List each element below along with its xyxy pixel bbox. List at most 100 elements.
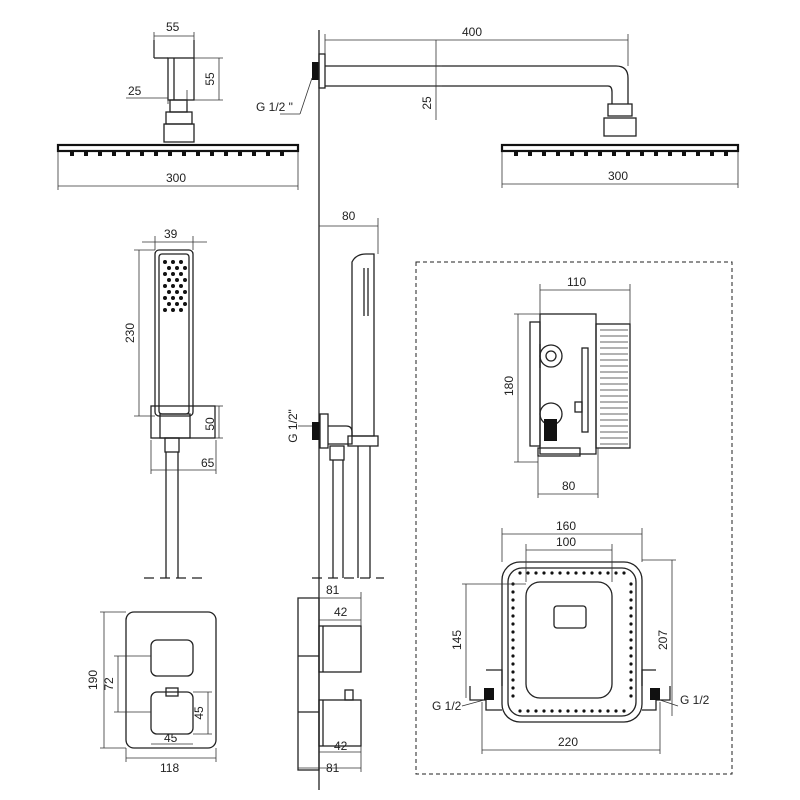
label-arm-offset: 25 bbox=[420, 96, 434, 110]
nozzle bbox=[182, 151, 186, 156]
hand-nozzle bbox=[183, 266, 187, 270]
hand-nozzle bbox=[179, 308, 183, 312]
dim-head-width-left bbox=[57, 152, 299, 190]
frame-dot bbox=[629, 606, 633, 610]
hand-nozzle bbox=[171, 260, 175, 264]
label-hand-width: 39 bbox=[164, 227, 178, 241]
nozzle bbox=[112, 151, 116, 156]
hand-nozzle bbox=[167, 302, 171, 306]
label-holder-depth: 65 bbox=[201, 456, 215, 470]
frame-dot bbox=[511, 598, 515, 602]
label-head-top-height: 55 bbox=[203, 72, 217, 86]
label-knob-top: 42 bbox=[334, 605, 348, 619]
label-body-depth: 80 bbox=[562, 479, 576, 493]
nozzle bbox=[140, 151, 144, 156]
label-knob-size: 45 bbox=[192, 706, 206, 720]
frame-dot bbox=[598, 709, 602, 713]
nozzle bbox=[710, 151, 714, 156]
frame-dot bbox=[511, 678, 515, 682]
dim-hand-length bbox=[134, 249, 155, 417]
frame-dot bbox=[582, 571, 586, 575]
nozzle bbox=[584, 151, 588, 156]
label-frame-inner: 100 bbox=[556, 535, 576, 549]
frame-dots bbox=[511, 571, 633, 713]
label-knob-bottom: 42 bbox=[334, 739, 348, 753]
hand-nozzle bbox=[175, 302, 179, 306]
nozzle bbox=[252, 151, 256, 156]
hand-nozzle bbox=[183, 278, 187, 282]
dim-frame-outer bbox=[501, 528, 643, 562]
frame-dot bbox=[629, 646, 633, 650]
frame-dot bbox=[511, 606, 515, 610]
frame-dot bbox=[550, 571, 554, 575]
frame-dot bbox=[542, 571, 546, 575]
label-plate-width: 118 bbox=[160, 761, 179, 775]
nozzle bbox=[266, 151, 270, 156]
dim-frame-height bbox=[642, 559, 676, 716]
dim-head-top-height bbox=[194, 57, 223, 101]
nozzles-right bbox=[514, 151, 728, 156]
frame-dot bbox=[614, 571, 618, 575]
frame-dot bbox=[629, 670, 633, 674]
nozzle bbox=[196, 151, 200, 156]
nozzle bbox=[528, 151, 532, 156]
label-body-height: 180 bbox=[502, 376, 516, 396]
frame-dot bbox=[629, 686, 633, 690]
nozzle bbox=[84, 151, 88, 156]
hand-nozzle bbox=[163, 272, 167, 276]
label-head-top-width: 55 bbox=[166, 20, 180, 34]
hand-nozzle bbox=[171, 272, 175, 276]
frame-dot bbox=[622, 709, 626, 713]
frame-dot bbox=[511, 654, 515, 658]
hand-nozzle bbox=[171, 308, 175, 312]
frame-dot bbox=[534, 709, 538, 713]
label-hand-length: 230 bbox=[123, 323, 137, 343]
label-plate-depth-top: 81 bbox=[326, 583, 340, 597]
hand-nozzle bbox=[179, 272, 183, 276]
frame-dot bbox=[590, 571, 594, 575]
hand-nozzle bbox=[179, 260, 183, 264]
dim-arm-length bbox=[324, 34, 629, 66]
nozzle bbox=[210, 151, 214, 156]
label-arm-thread: G 1/2 " bbox=[256, 100, 293, 114]
hand-nozzle bbox=[167, 290, 171, 294]
frame-dot bbox=[629, 678, 633, 682]
frame-dot bbox=[629, 654, 633, 658]
frame-dot bbox=[511, 694, 515, 698]
dim-plate-depth-top bbox=[298, 592, 362, 626]
nozzle bbox=[224, 151, 228, 156]
ceiling-shower-head bbox=[56, 40, 300, 153]
nozzle bbox=[724, 151, 728, 156]
frame-dot bbox=[511, 686, 515, 690]
dim-body-width bbox=[539, 284, 631, 324]
nozzle bbox=[556, 151, 560, 156]
label-frame-total: 220 bbox=[558, 735, 578, 749]
valve-body-side bbox=[529, 313, 631, 457]
hand-nozzle bbox=[175, 290, 179, 294]
concealed-body-box bbox=[415, 261, 733, 775]
frame-dot bbox=[598, 571, 602, 575]
label-plate-height: 190 bbox=[86, 670, 100, 690]
dim-head-width-right bbox=[501, 152, 739, 188]
label-frame-outer: 160 bbox=[556, 519, 576, 533]
mixer-side bbox=[297, 597, 362, 771]
frame-dot bbox=[629, 622, 633, 626]
wall-arm-shower bbox=[312, 53, 740, 153]
frame-dot bbox=[550, 709, 554, 713]
frame-dot bbox=[606, 709, 610, 713]
dim-head-neck bbox=[126, 90, 188, 104]
hand-shower-side bbox=[312, 253, 379, 578]
dim-body-depth bbox=[537, 448, 599, 498]
mounting-frame-front bbox=[469, 561, 671, 723]
frame-dot bbox=[511, 590, 515, 594]
nozzle bbox=[126, 151, 130, 156]
hand-nozzle bbox=[171, 284, 175, 288]
hand-nozzle bbox=[175, 278, 179, 282]
nozzle bbox=[626, 151, 630, 156]
nozzle bbox=[612, 151, 616, 156]
label-thread-right: G 1/2 bbox=[680, 693, 710, 707]
dim-frame-inner bbox=[525, 544, 613, 582]
dim-holder-height bbox=[215, 405, 223, 439]
label-side-reach: 80 bbox=[342, 209, 356, 223]
frame-dot bbox=[574, 571, 578, 575]
